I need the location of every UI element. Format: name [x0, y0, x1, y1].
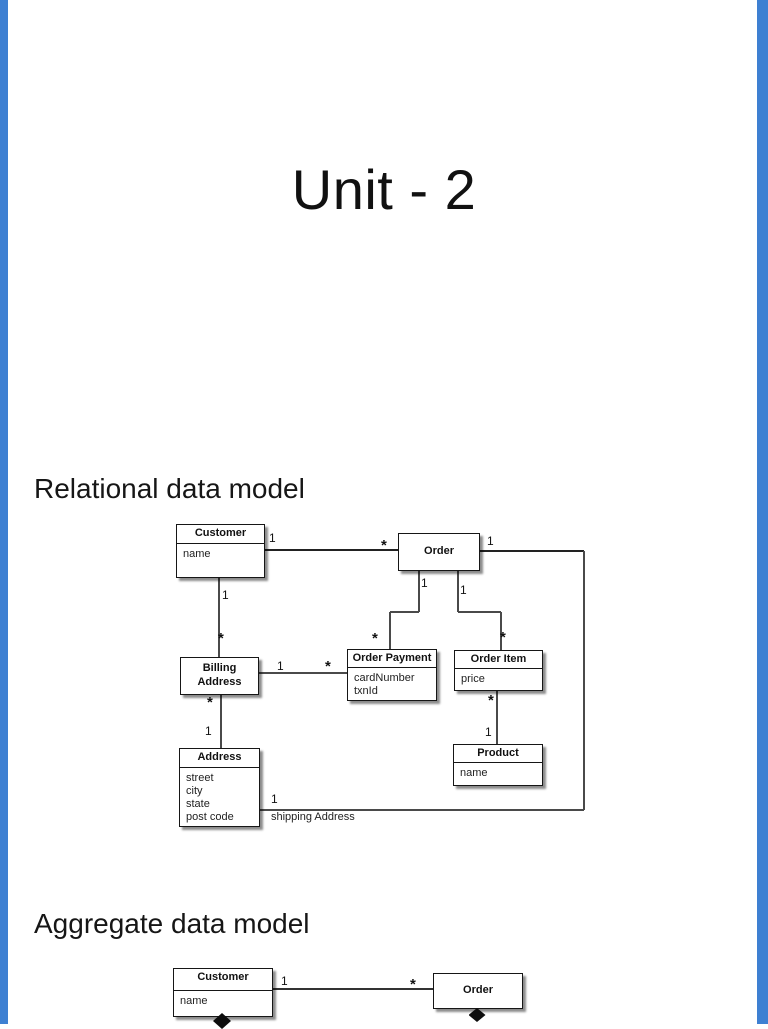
uml-attribute: name	[460, 767, 488, 779]
slide-title: Unit - 2	[291, 158, 477, 221]
uml-attribute: cardNumber	[354, 672, 415, 684]
viewer-edge-strip-right	[757, 0, 768, 1024]
uml-connector-line	[457, 571, 459, 612]
composition-diamond	[468, 1008, 486, 1022]
multiplicity-label: *	[218, 630, 224, 647]
uml-connector-line	[458, 611, 501, 613]
uml-class-product: Product name	[453, 744, 543, 786]
uml-connector-line	[480, 549, 584, 553]
uml-class-title: Product	[454, 745, 542, 763]
uml-attribute: price	[461, 673, 485, 685]
multiplicity-label: *	[372, 630, 378, 647]
heading-aggregate-data-model: Aggregate data model	[34, 908, 310, 939]
multiplicity-label: 1	[271, 792, 278, 806]
uml-connector-line	[496, 691, 498, 744]
uml-connector-line	[583, 551, 585, 810]
multiplicity-label: 1	[277, 659, 284, 673]
uml-connector-line	[259, 809, 584, 811]
multiplicity-label: 1	[485, 725, 492, 739]
uml-attribute: post code	[186, 811, 234, 823]
uml-attribute: state	[186, 798, 210, 810]
multiplicity-label: *	[410, 976, 416, 993]
multiplicity-label: 1	[281, 974, 288, 988]
uml-class-title: Order	[463, 984, 493, 997]
uml-class-attributes: name	[174, 991, 272, 1010]
uml-class-title: Billing Address	[197, 662, 242, 688]
uml-connector-line	[500, 612, 502, 650]
uml-connector-line	[265, 548, 398, 552]
uml-attribute: name	[180, 995, 208, 1007]
uml-attribute: city	[186, 785, 203, 797]
multiplicity-label: 1	[205, 724, 212, 738]
uml-class-attributes: name	[454, 763, 542, 782]
uml-class-title: Order	[424, 545, 454, 558]
uml-connector-line	[220, 695, 222, 748]
uml-class-order: Order	[398, 533, 480, 571]
uml-class-title: Order Payment	[348, 650, 436, 668]
multiplicity-label: 1	[487, 534, 494, 548]
uml-connector-line	[418, 571, 420, 612]
multiplicity-label: 1	[421, 576, 428, 590]
uml-class-customer: Customer name	[176, 524, 265, 578]
uml-class-title: Order Item	[455, 651, 542, 669]
multiplicity-label: 1	[222, 588, 229, 602]
multiplicity-label: *	[488, 692, 494, 709]
uml-class-title: Address	[180, 749, 259, 768]
uml-class-attributes: name	[177, 544, 264, 563]
uml-attribute: name	[183, 548, 211, 560]
multiplicity-label: *	[500, 629, 506, 646]
uml-attribute: street	[186, 772, 214, 784]
uml-connector-line	[389, 612, 391, 649]
multiplicity-label: *	[325, 658, 331, 675]
uml-class-attributes: price	[455, 669, 542, 688]
heading-relational-data-model: Relational data model	[34, 473, 305, 504]
multiplicity-label: *	[207, 694, 213, 711]
multiplicity-label: *	[381, 537, 387, 554]
uml-attribute: txnId	[354, 685, 378, 697]
composition-diamond	[213, 1013, 231, 1029]
multiplicity-label: 1	[269, 531, 276, 545]
uml-class-agg-customer: Customer name	[173, 968, 273, 1017]
uml-class-order-item: Order Item price	[454, 650, 543, 691]
uml-connector-line	[273, 988, 433, 990]
uml-connector-line	[259, 672, 347, 674]
multiplicity-label: 1	[460, 583, 467, 597]
uml-connector-line	[390, 611, 419, 613]
uml-class-title: Customer	[177, 525, 264, 544]
uml-connector-line	[218, 578, 220, 657]
uml-class-billing-address: Billing Address	[180, 657, 259, 695]
uml-class-title: Customer	[174, 969, 272, 991]
uml-class-agg-order: Order	[433, 973, 523, 1009]
viewer-edge-strip-left	[0, 0, 8, 1024]
association-label: shipping Address	[271, 811, 355, 823]
